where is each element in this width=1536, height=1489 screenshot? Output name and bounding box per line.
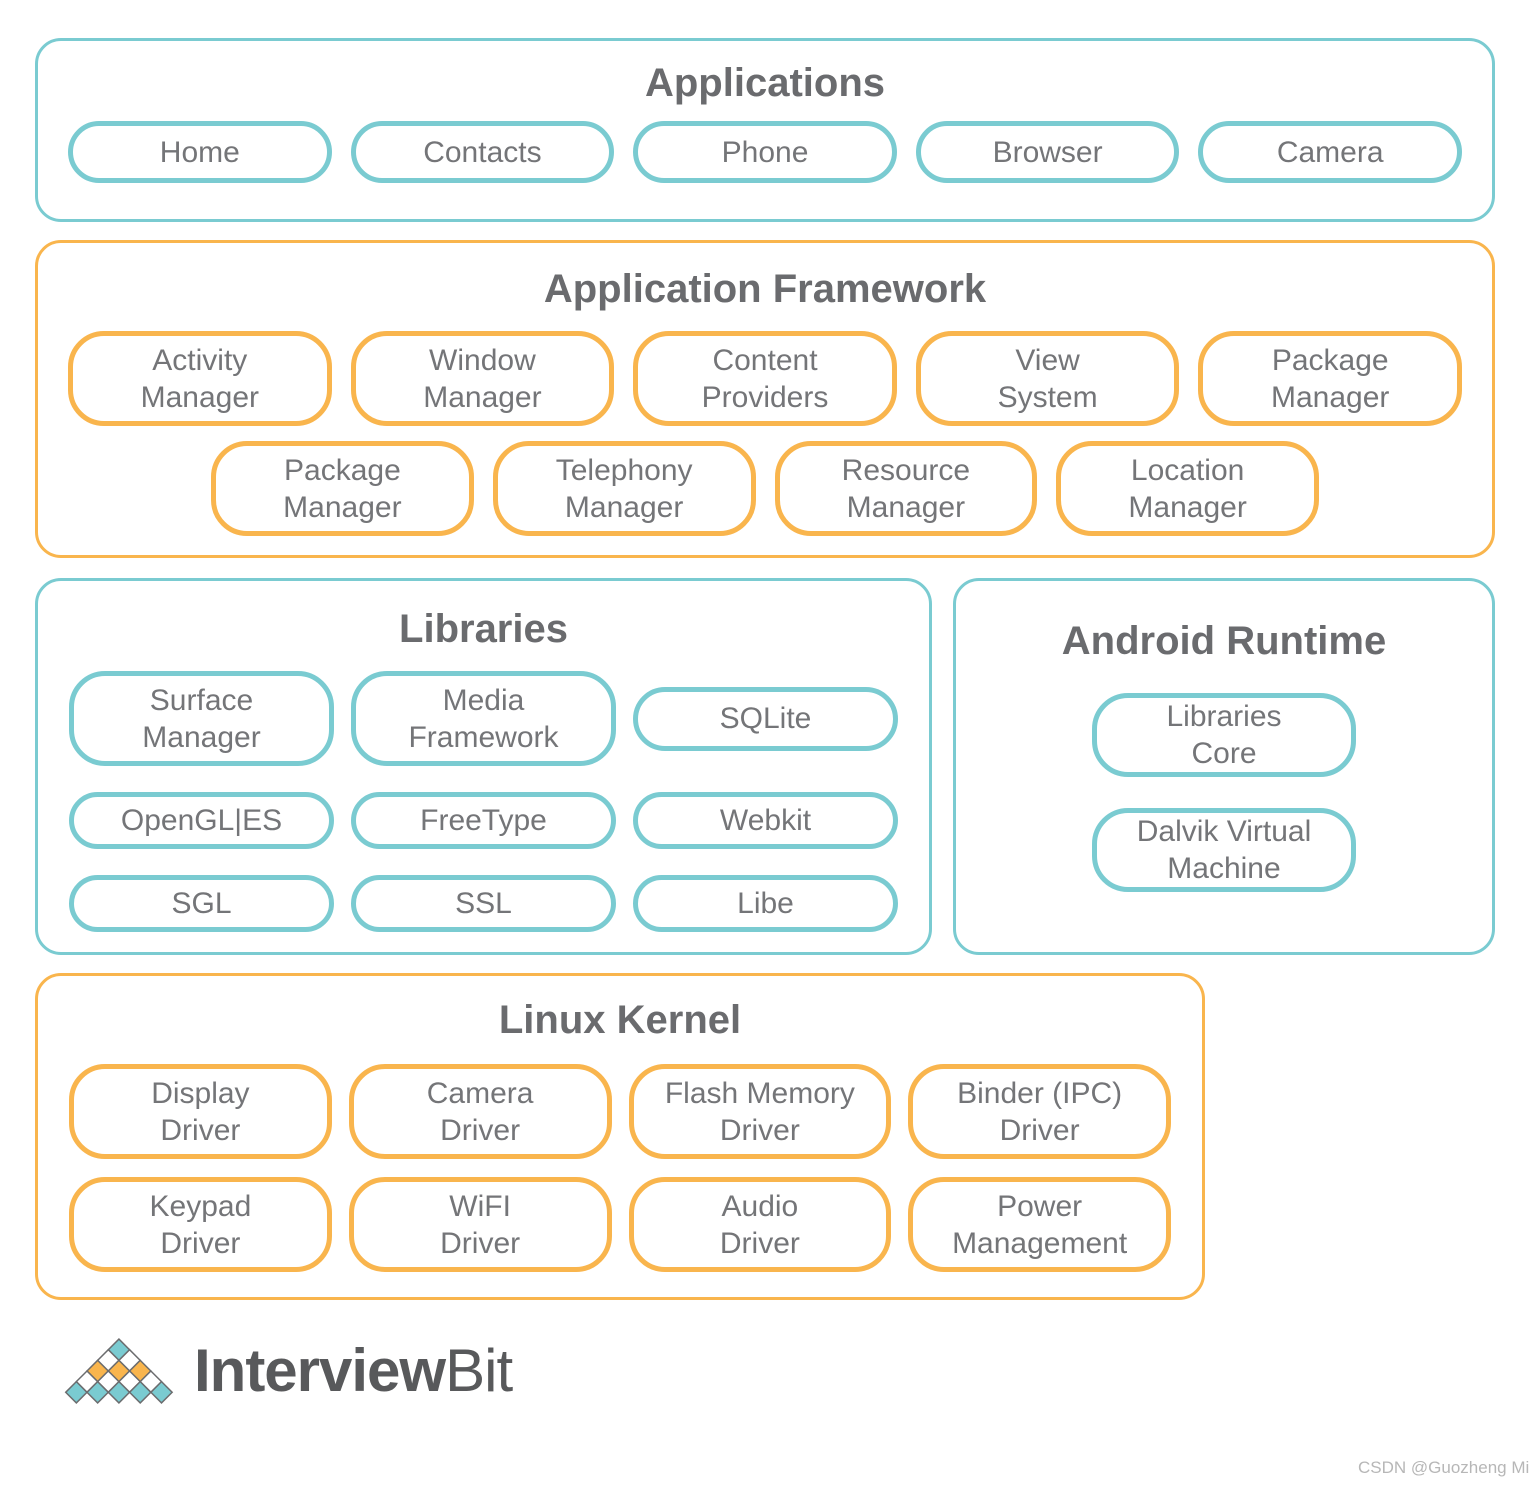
- node-flash-memory-driver: Flash Memory Driver: [628, 1064, 892, 1159]
- application-framework-title: Application Framework: [543, 267, 987, 311]
- node-media-framework: Media Framework: [351, 671, 616, 766]
- android-runtime-row-2: Dalvik Virtual Machine: [956, 808, 1492, 892]
- application-framework-row-2: Package Manager Telephony Manager Resour…: [211, 441, 1319, 536]
- libraries-row-2: OpenGL|ES FreeType Webkit: [69, 792, 898, 849]
- interviewbit-logo: InterviewBit: [62, 1336, 513, 1406]
- node-freetype: FreeType: [351, 792, 616, 849]
- node-dalvik-virtual-machine: Dalvik Virtual Machine: [1092, 808, 1356, 892]
- node-browser: Browser: [915, 121, 1180, 183]
- node-activity-manager: Activity Manager: [68, 331, 332, 426]
- node-binder-ipc-driver: Binder (IPC) Driver: [908, 1064, 1171, 1159]
- linux-kernel-row-2: Keypad Driver WiFI Driver Audio Driver P…: [69, 1177, 1171, 1272]
- android-runtime-title: Android Runtime: [1061, 619, 1387, 663]
- linux-kernel-row-1: Display Driver Camera Driver Flash Memor…: [69, 1064, 1171, 1159]
- node-opengl-es: OpenGL|ES: [69, 792, 334, 849]
- applications-title: Applications: [644, 61, 886, 105]
- node-display-driver: Display Driver: [69, 1064, 332, 1159]
- wordmark-bit: Bit: [445, 1337, 513, 1404]
- node-sqlite: SQLite: [633, 686, 898, 751]
- node-sgl: SGL: [69, 875, 334, 932]
- csdn-watermark: CSDN @Guozheng Mi: [1358, 1458, 1530, 1477]
- libraries-section: Libraries Surface Manager Media Framewor…: [35, 578, 932, 955]
- node-power-management: Power Management: [908, 1177, 1171, 1272]
- node-location-manager: Location Manager: [1056, 441, 1319, 536]
- node-wifi-driver: WiFI Driver: [348, 1177, 612, 1272]
- node-package-manager-2: Package Manager: [211, 441, 474, 536]
- interviewbit-pyramid-icon: [64, 1338, 174, 1404]
- node-keypad-driver: Keypad Driver: [69, 1177, 332, 1272]
- interviewbit-wordmark: InterviewBit: [194, 1336, 513, 1406]
- libraries-row-1: Surface Manager Media Framework SQLite: [69, 671, 898, 766]
- node-camera: Camera: [1198, 121, 1462, 183]
- application-framework-row-1: Activity Manager Window Manager Content …: [68, 331, 1462, 426]
- node-surface-manager: Surface Manager: [69, 671, 334, 766]
- node-window-manager: Window Manager: [350, 331, 615, 426]
- android-runtime-section: Android Runtime Libraries Core Dalvik Vi…: [953, 578, 1495, 955]
- node-package-manager-1: Package Manager: [1198, 331, 1462, 426]
- libraries-title: Libraries: [399, 607, 568, 651]
- node-audio-driver: Audio Driver: [628, 1177, 892, 1272]
- application-framework-section: Application Framework Activity Manager W…: [35, 240, 1495, 558]
- node-contacts: Contacts: [350, 121, 615, 183]
- node-home: Home: [68, 121, 332, 183]
- linux-kernel-section: Linux Kernel Display Driver Camera Drive…: [35, 973, 1205, 1300]
- node-ssl: SSL: [351, 875, 616, 932]
- wordmark-interview: Interview: [194, 1337, 446, 1404]
- applications-section: Applications Home Contacts Phone Browser…: [35, 38, 1495, 222]
- android-runtime-row-1: Libraries Core: [956, 693, 1492, 777]
- linux-kernel-title: Linux Kernel: [498, 998, 742, 1042]
- node-libraries-core: Libraries Core: [1092, 693, 1356, 777]
- applications-pill-row: Home Contacts Phone Browser Camera: [68, 121, 1462, 183]
- node-phone: Phone: [633, 121, 897, 183]
- node-telephony-manager: Telephony Manager: [492, 441, 756, 536]
- node-webkit: Webkit: [633, 792, 898, 849]
- node-libe: Libe: [633, 875, 898, 932]
- node-resource-manager: Resource Manager: [774, 441, 1038, 536]
- node-content-providers: Content Providers: [633, 331, 897, 426]
- node-view-system: View System: [915, 331, 1180, 426]
- node-camera-driver: Camera Driver: [348, 1064, 612, 1159]
- libraries-row-3: SGL SSL Libe: [69, 875, 898, 932]
